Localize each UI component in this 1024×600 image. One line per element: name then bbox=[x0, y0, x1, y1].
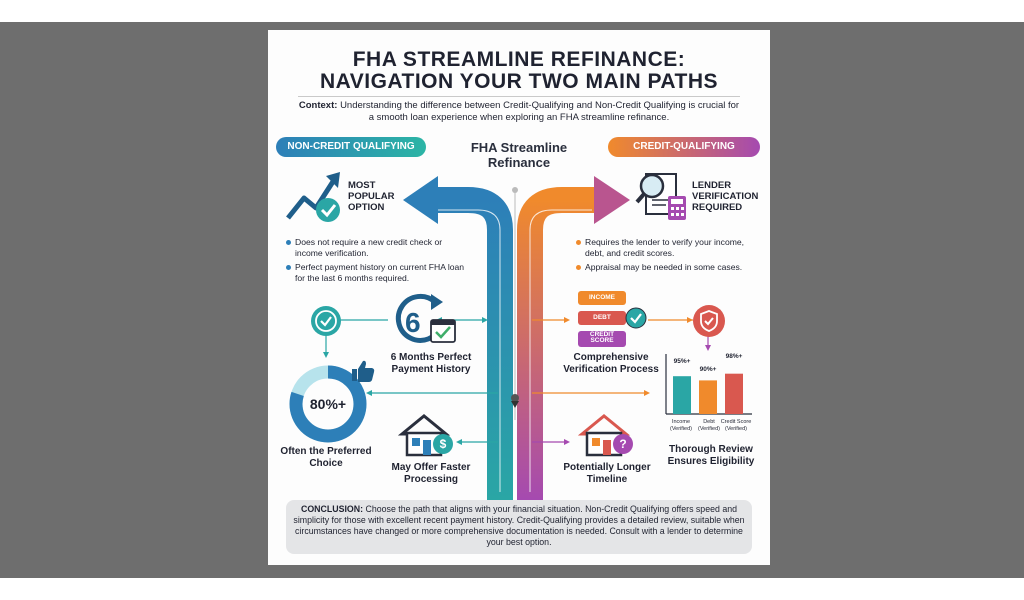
svg-text:?: ? bbox=[619, 437, 626, 451]
conclusion-text: Choose the path that aligns with your fi… bbox=[293, 504, 745, 547]
title-line-1: FHA STREAMLINE REFINANCE: bbox=[352, 48, 686, 71]
donut-arc bbox=[289, 365, 367, 443]
income-bar bbox=[673, 376, 691, 414]
credit-bar-caption: Credit Score (Verified) bbox=[720, 419, 752, 432]
right-bullet-2: Appraisal may be needed in some cases. bbox=[576, 262, 756, 273]
shield-check-icon bbox=[693, 305, 725, 337]
context-text: Context: Understanding the difference be… bbox=[296, 100, 742, 124]
six-months-icon: 6 bbox=[395, 293, 456, 343]
faster-processing-label: May Offer Faster Processing bbox=[391, 462, 471, 485]
debt-tag: DEBT bbox=[578, 311, 626, 325]
credit-qualifying-pill: CREDIT-QUALIFYING bbox=[608, 137, 760, 157]
conclusion-label: CONCLUSION: bbox=[300, 504, 364, 514]
left-arrow-head bbox=[403, 176, 438, 224]
infographic-poster: FHA STREAMLINE REFINANCE: NAVIGATION YOU… bbox=[268, 30, 770, 565]
verification-bar-chart: 95%+ 90%+ 98%+ bbox=[664, 352, 754, 416]
income-bar-value: 95%+ bbox=[673, 358, 691, 365]
conclusion-box: CONCLUSION: Choose the path that aligns … bbox=[286, 500, 752, 554]
six-months-label: 6 Months Perfect Payment History bbox=[390, 352, 472, 375]
verification-process-label: Comprehensive Verification Process bbox=[563, 352, 659, 375]
debt-bar bbox=[699, 380, 717, 414]
house-question-icon: ? bbox=[578, 414, 633, 457]
credit-score-tag: CREDIT SCORE bbox=[578, 331, 626, 347]
left-bullet-list: Does not require a new credit check or i… bbox=[286, 237, 466, 287]
longer-timeline-label: Potentially Longer Timeline bbox=[563, 462, 651, 485]
thumbs-up-icon bbox=[352, 360, 375, 382]
context-body: Understanding the difference between Cre… bbox=[340, 100, 740, 123]
income-tag: INCOME bbox=[578, 291, 626, 305]
most-popular-label: MOST POPULAR OPTION bbox=[348, 180, 395, 213]
house-dollar-icon: $ bbox=[398, 414, 453, 457]
left-bullet-2: Perfect payment history on current FHA l… bbox=[286, 262, 466, 283]
debt-bar-value: 90%+ bbox=[699, 366, 717, 373]
right-bullet-1: Requires the lender to verify your incom… bbox=[576, 237, 756, 258]
credit-bar-value: 98%+ bbox=[725, 353, 743, 360]
context-label: Context: bbox=[298, 100, 338, 111]
title-divider bbox=[298, 96, 740, 97]
trend-up-icon bbox=[286, 172, 340, 222]
non-credit-qualifying-pill: NON-CREDIT QUALIFYING bbox=[276, 137, 426, 157]
preferred-choice-label: Often the Preferred Choice bbox=[280, 446, 372, 469]
lender-verification-label: LENDER VERIFICATION REQUIRED bbox=[692, 180, 759, 213]
debt-bar-caption: Debt (Verified) bbox=[697, 419, 720, 432]
document-search-icon bbox=[635, 173, 686, 220]
income-bar-caption: Income (Verified) bbox=[669, 419, 692, 432]
path-arrows bbox=[323, 176, 711, 500]
title-line-2: NAVIGATION YOUR TWO MAIN PATHS bbox=[319, 70, 719, 93]
left-bullet-1: Does not require a new credit check or i… bbox=[286, 237, 466, 258]
thorough-review-label: Thorough Review Ensures Eligibility bbox=[667, 444, 755, 467]
tags-check-icon bbox=[625, 307, 647, 329]
center-title: FHA Streamline Refinance bbox=[470, 140, 568, 170]
right-arrow-head bbox=[594, 176, 630, 224]
check-circle-icon bbox=[311, 306, 341, 336]
right-bullet-list: Requires the lender to verify your incom… bbox=[576, 237, 756, 277]
svg-text:$: $ bbox=[440, 437, 447, 451]
six-months-digit: 6 bbox=[405, 307, 421, 338]
donut-chart: 80%+ bbox=[289, 365, 367, 443]
donut-value: 80%+ bbox=[310, 396, 346, 412]
credit-score-bar bbox=[725, 373, 743, 414]
